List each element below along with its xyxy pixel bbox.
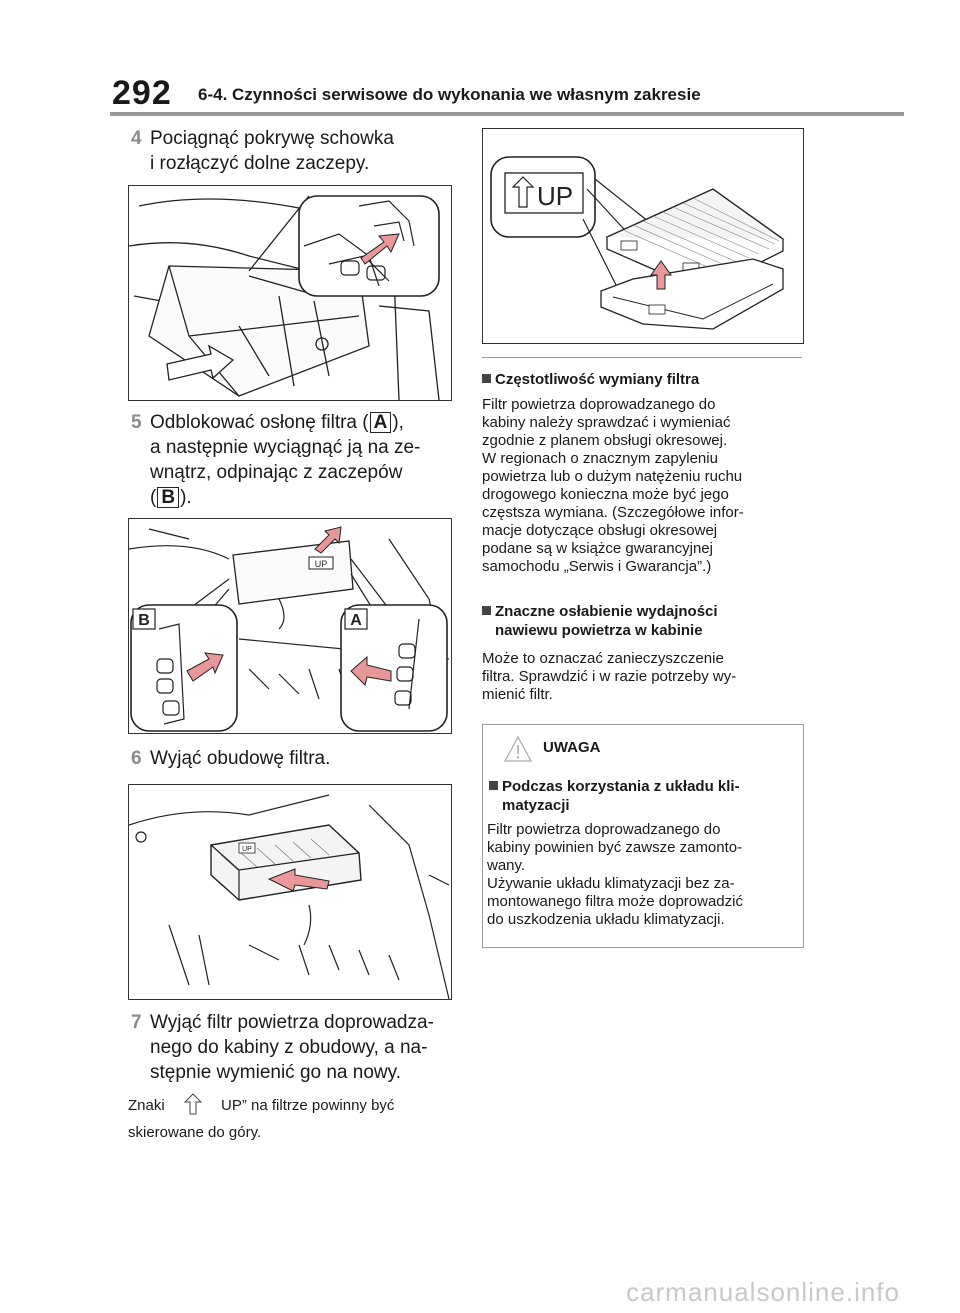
caution-paragraph: Filtr powietrza doprowadzanego do kabiny… (487, 821, 801, 929)
bullet-square-icon (482, 606, 491, 615)
step-text: Wyjąć obudowę filtra. (150, 748, 331, 769)
push-arrow-icon (350, 655, 392, 686)
step-text: ), (392, 412, 404, 433)
watermark: carmanualsonline.info (626, 1277, 900, 1307)
text-line: mienić filtr. (482, 686, 553, 703)
figure-filter-case: UP (128, 784, 452, 1000)
figure-filter-cover: UP B A (128, 518, 452, 734)
text-line: podane są w książce gwarancyjnej (482, 540, 713, 557)
detail-callout (298, 195, 440, 297)
filter-case-illustration: UP (129, 794, 450, 999)
figure-air-filter: UP (482, 128, 804, 344)
glovebox-illustration (129, 195, 440, 400)
section-title: 6-4. Czynności serwisowe do wykonania we… (198, 85, 701, 104)
caution-heading: UWAGA (543, 739, 601, 756)
up-mark: UP (315, 559, 328, 569)
step-text: wnątrz, odpinając z zaczepów (150, 462, 403, 483)
pull-arrow-icon (267, 868, 330, 892)
step-text: Odblokować osłonę filtra ( (150, 412, 369, 433)
step-text: stępnie wymienić go na nowy. (150, 1062, 401, 1083)
heading-frequency: Częstotliwość wymiany filtra (482, 370, 699, 389)
step-7: 7 Wyjąć filtr powietrza doprowadza- nego… (131, 1010, 460, 1085)
text-line: częstsza wymiana. (Szczegółowe infor- (482, 504, 744, 521)
text-line: Filtr powietrza doprowadzanego do (482, 396, 716, 413)
divider (482, 357, 802, 358)
note-text: skierowane do góry. (128, 1124, 262, 1141)
step-text: ). (180, 487, 192, 508)
label-a: A (369, 412, 392, 433)
up-arrow-icon (314, 526, 342, 554)
bullet-square-icon (489, 781, 498, 790)
text-line: samochodu „Serwis i Gwarancja”.) (482, 558, 712, 575)
step-text: a następnie wyciągnąć ją na ze- (150, 437, 421, 458)
text-line: drogowego konieczna może być jego (482, 486, 729, 503)
heading-text: matyzacji (502, 797, 570, 814)
note-text: UP” na filtrze powinny być (221, 1097, 395, 1114)
heading-text: nawiewu powietrza w kabinie (495, 622, 703, 639)
step-text: i rozłączyć dolne zaczepy. (150, 153, 370, 174)
filter-cover-illustration: UP B A (129, 526, 450, 732)
callout-b (130, 604, 238, 732)
step-text: ( (150, 487, 157, 508)
text-line: zgodnie z planem obsługi okresowej. (482, 432, 728, 449)
note-text: Znaki (128, 1097, 165, 1114)
caution-box: UWAGA Podczas korzystania z układu kli- … (482, 724, 804, 948)
caution-subheading: Podczas korzystania z układu kli- matyza… (489, 777, 801, 815)
bullet-square-icon (482, 374, 491, 383)
up-arrow-icon (650, 260, 672, 290)
heading-text: Znaczne osłabienie wydajności (495, 603, 718, 620)
text-line: kabiny powinien być zawsze zamonto- (487, 839, 743, 856)
step-text: nego do kabiny z obudowy, a na- (150, 1037, 428, 1058)
heading-weak-airflow: Znaczne osłabienie wydajności nawiewu po… (482, 602, 718, 640)
callout-label-b: B (138, 612, 150, 629)
callout-a (340, 604, 448, 732)
step-number: 7 (131, 1012, 142, 1033)
step-5: 5 Odblokować osłonę filtra (A), a następ… (131, 410, 460, 510)
air-filter-illustration: UP (490, 156, 785, 330)
text-line: filtra. Sprawdzić i w razie potrzeby wy- (482, 668, 737, 685)
warning-icon (503, 735, 533, 768)
text-line: Filtr powietrza doprowadzanego do (487, 821, 721, 838)
text-line: wany. (487, 857, 526, 874)
step-6: 6 Wyjąć obudowę filtra. (131, 746, 450, 771)
text-line: Może to oznaczać zanieczyszczenie (482, 650, 724, 667)
text-line: powietrza lub o dużym natężeniu ruchu (482, 468, 743, 485)
heading-text: Częstotliwość wymiany filtra (495, 371, 700, 388)
pull-arrow-icon (166, 344, 235, 381)
step-text: Pociągnąć pokrywę schowka (150, 128, 394, 149)
text-line: kabiny należy sprawdzać i wymieniać (482, 414, 731, 431)
text-line: montowanego filtra może doprowadzić (487, 893, 743, 910)
step-number: 6 (131, 748, 142, 769)
push-arrow-icon (186, 652, 224, 682)
up-arrow-icon (183, 1093, 203, 1115)
label-b: B (157, 487, 180, 508)
step-number: 5 (131, 412, 142, 433)
step-number: 4 (131, 128, 142, 149)
text-line: W regionach o znacznym zapyleniu (482, 450, 718, 467)
text-line: Używanie układu klimatyzacji bez za- (487, 875, 735, 892)
up-mark: UP (242, 846, 252, 853)
note-up-mark: Znaki UP” na filtrze powinny być (128, 1093, 394, 1115)
heading-text: Podczas korzystania z układu kli- (502, 778, 740, 795)
callout-label-a: A (350, 612, 362, 629)
page-number: 292 (112, 74, 172, 112)
step-text: Wyjąć filtr powietrza doprowadza- (150, 1012, 434, 1033)
header-rule (110, 112, 904, 116)
text-line: do uszkodzenia układu klimatyzacji. (487, 911, 725, 928)
paragraph-weak-airflow: Może to oznaczać zanieczyszczenie filtra… (482, 650, 802, 704)
up-mark: UP (537, 181, 573, 211)
paragraph-frequency: Filtr powietrza doprowadzanego do kabiny… (482, 396, 802, 576)
figure-glovebox (128, 185, 452, 401)
pull-arrow-icon (360, 233, 400, 265)
text-line: macje dotyczące obsługi okresowej (482, 522, 718, 539)
step-4: 4 Pociągnąć pokrywę schowka i rozłączyć … (131, 126, 450, 176)
